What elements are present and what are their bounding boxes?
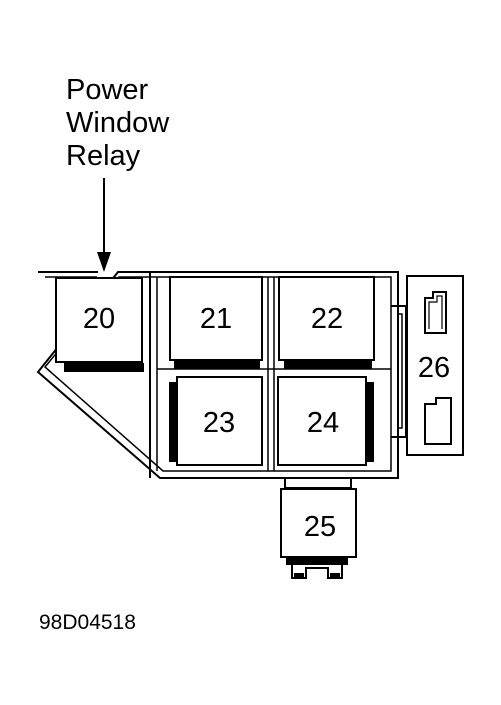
relay-23: 23 [169, 376, 263, 466]
relay-20-label: 20 [83, 303, 115, 335]
relay-22-label: 22 [311, 303, 343, 335]
relay-21: 21 [169, 276, 263, 369]
callout-arrow [97, 178, 111, 272]
relay-20: 20 [55, 277, 144, 372]
relay-22: 22 [278, 276, 375, 369]
relay-24-label: 24 [307, 407, 339, 439]
relay-25-label: 25 [304, 511, 336, 543]
callout-line-3: Relay [66, 140, 141, 172]
part-number: 98D04518 [39, 611, 136, 634]
relay-26: 26 [406, 275, 464, 456]
relay-24: 24 [277, 376, 374, 466]
callout-label: Power Window Relay [66, 74, 170, 172]
relay-21-label: 21 [200, 303, 232, 335]
relay-26-label: 26 [418, 352, 450, 384]
relay-23-label: 23 [203, 407, 235, 439]
relay-25: 25 [280, 477, 357, 579]
callout-line-2: Window [66, 107, 170, 139]
callout-line-1: Power [66, 74, 149, 106]
